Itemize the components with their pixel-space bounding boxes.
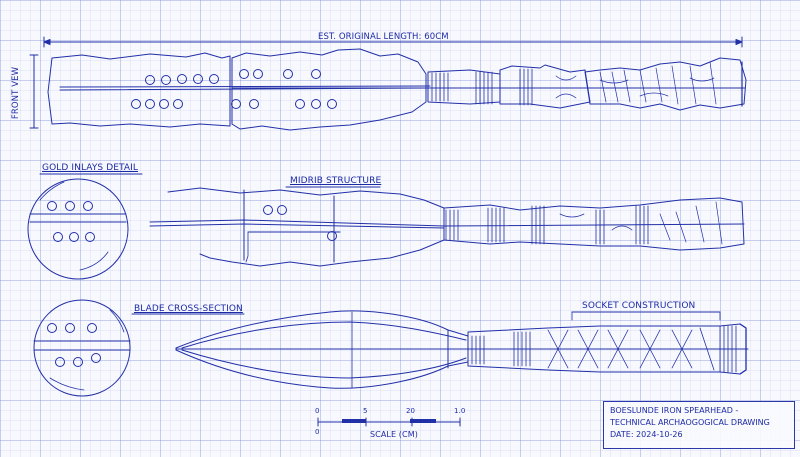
scale-tick-label: 0 — [315, 407, 320, 415]
scale-bar — [317, 417, 461, 427]
midrib-label: MIDRIB STRUCTURE — [290, 176, 382, 186]
socket-construction-label: SOCKET CONSTRUCTION — [582, 301, 696, 311]
title-date: DATE: 2024-10-26 — [610, 430, 683, 439]
scale-tick-label: 1.0 — [454, 407, 466, 415]
overall-length-label: EST. ORIGINAL LENGTH: 60CM — [318, 32, 449, 42]
scale-zero-label: 0 — [315, 428, 320, 436]
spearhead-reconstruction — [175, 310, 749, 389]
spearhead-front-view — [47, 48, 747, 131]
blade-cross-section-detail — [33, 299, 245, 397]
title-line-1: BOESLUNDE IRON SPEARHEAD - — [610, 406, 739, 415]
title-line-2: TECHNICAL ARCHAOGOGICAL DRAWING — [610, 418, 770, 427]
gold-inlays-detail — [27, 173, 143, 280]
length-dimension-line — [43, 36, 743, 48]
spearhead-midrib-view — [149, 186, 745, 267]
front-view-dimension-line — [29, 54, 39, 129]
scale-tick-label: 5 — [363, 407, 368, 415]
scale-tick-label: 20 — [406, 407, 416, 415]
gold-inlays-label: GOLD INLAYS DETAIL — [42, 163, 139, 173]
front-view-label: FRONT VEW — [11, 66, 22, 120]
scale-caption: SCALE (CM) — [370, 430, 418, 439]
blade-cross-section-label: BLADE CROSS-SECTION — [134, 304, 243, 314]
title-block: BOESLUNDE IRON SPEARHEAD - TECHNICAL ARC… — [603, 401, 795, 449]
